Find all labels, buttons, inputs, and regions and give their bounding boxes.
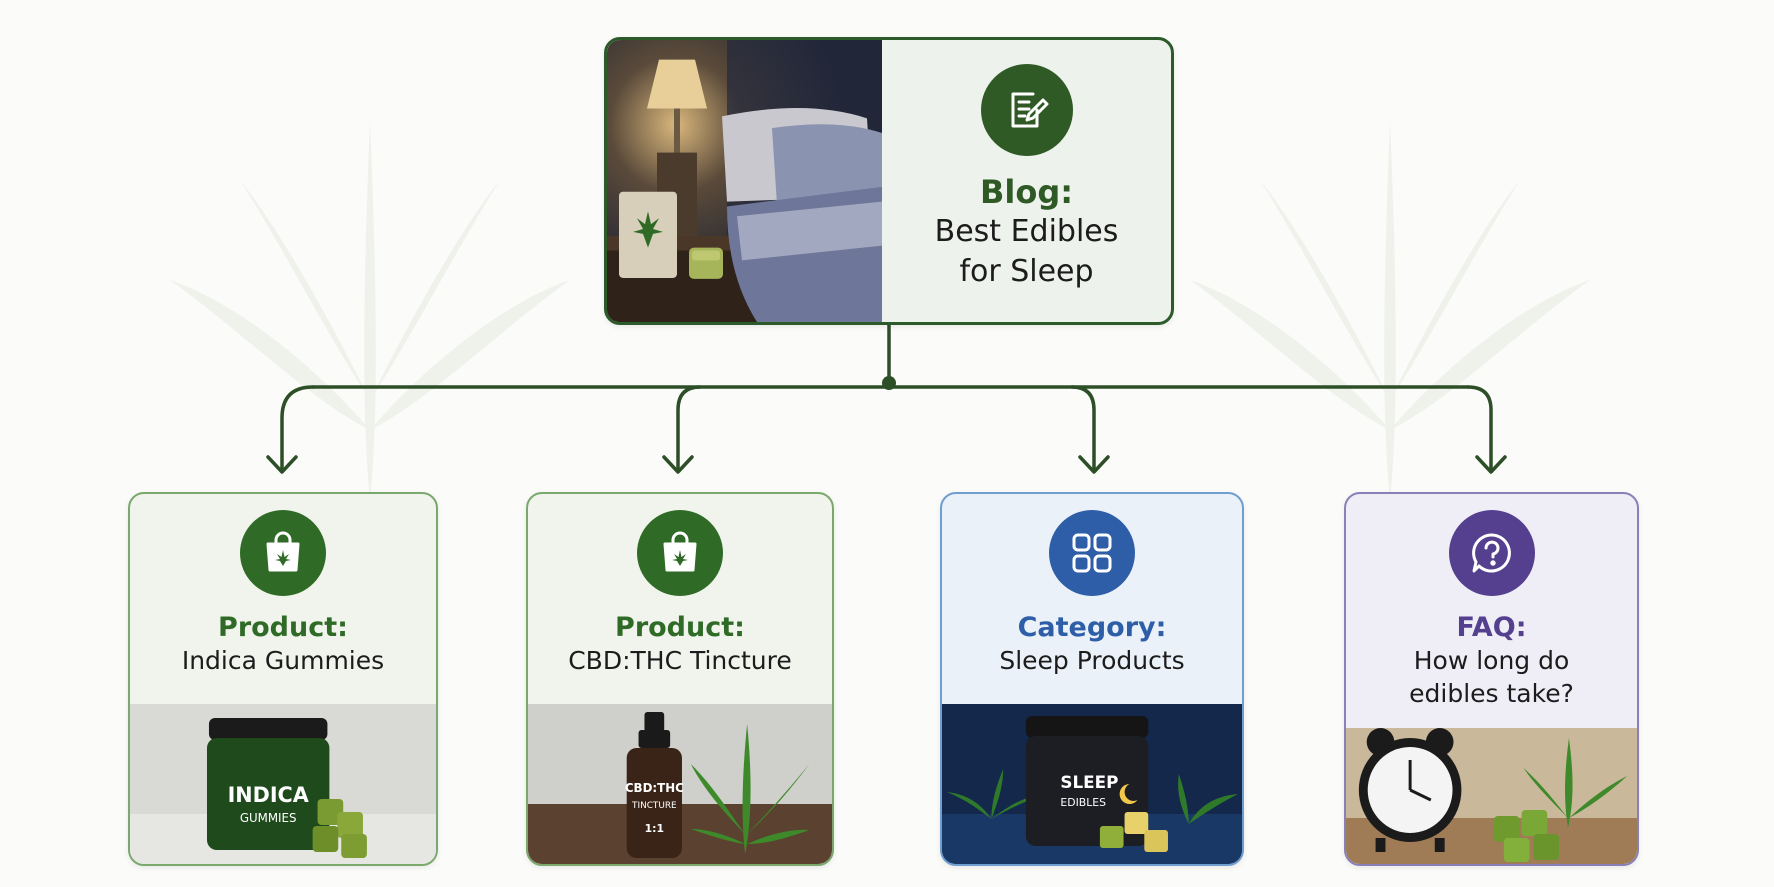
- card-kind-label: Category:: [1017, 612, 1167, 643]
- product-card-cbd-thc-tincture[interactable]: Product: CBD:THC Tincture CBD:THC TINCTU…: [526, 492, 834, 866]
- branch-2: [676, 385, 702, 472]
- hub-title-line-2: for Sleep: [959, 254, 1094, 289]
- card-title: Indica Gummies: [181, 646, 385, 675]
- sleep-edibles-photo: SLEEP EDIBLES: [942, 704, 1242, 864]
- product-card-indica-gummies[interactable]: Product: Indica Gummies INDICA GUMMIES: [128, 492, 438, 866]
- card-kind-label: Product:: [218, 612, 348, 643]
- background-leaf-right: [1190, 120, 1590, 500]
- branch-4: [1466, 385, 1493, 472]
- card-kind-label: Product:: [615, 612, 745, 643]
- question-bubble-icon: [1448, 510, 1535, 596]
- hub-title-line-1: Best Edibles: [934, 214, 1119, 249]
- shopping-bag-leaf-icon: [240, 510, 326, 596]
- arrowhead-2: [662, 455, 694, 474]
- faq-card-how-long-do-edibles-take[interactable]: FAQ: How long do edibles take?: [1344, 492, 1639, 866]
- branch-3: [1070, 385, 1096, 472]
- bedroom-photo: [607, 40, 882, 322]
- hub-kind-label: Blog:: [979, 173, 1074, 211]
- card-title-line-1: How long do: [1413, 646, 1570, 675]
- blog-hub-card[interactable]: Blog: Best Edibles for Sleep: [604, 37, 1174, 325]
- alarm-clock-photo: [1346, 728, 1637, 864]
- jar-label-edibles: EDIBLES: [1060, 796, 1106, 809]
- bottle-label-tincture: TINCTURE: [631, 801, 677, 811]
- jar-label-sleep: SLEEP: [1060, 772, 1118, 792]
- category-card-sleep-products[interactable]: Category: Sleep Products SLEEP EDIBLES: [940, 492, 1244, 866]
- arrowhead-1: [266, 455, 298, 474]
- background-leaf-left: [170, 120, 570, 500]
- tincture-photo: CBD:THC TINCTURE 1:1: [528, 704, 832, 864]
- grid-icon: [1049, 510, 1135, 596]
- arrowhead-3: [1078, 455, 1110, 474]
- shopping-bag-leaf-icon: [637, 510, 723, 596]
- bottle-label-ratio: 1:1: [645, 822, 664, 835]
- card-title-line-2: edibles take?: [1409, 679, 1574, 708]
- jar-label-indica: INDICA: [228, 783, 310, 807]
- arrowhead-4: [1475, 455, 1507, 474]
- indica-gummies-photo: INDICA GUMMIES: [130, 704, 436, 864]
- document-edit-icon: [980, 64, 1073, 156]
- card-title: CBD:THC Tincture: [568, 646, 792, 675]
- jar-label-gummies: GUMMIES: [240, 811, 297, 825]
- card-kind-label: FAQ:: [1456, 612, 1527, 643]
- bottle-label-cbd-thc: CBD:THC: [625, 781, 684, 795]
- card-title: Sleep Products: [999, 646, 1185, 675]
- junction-dot: [882, 376, 896, 390]
- branch-1: [280, 385, 315, 472]
